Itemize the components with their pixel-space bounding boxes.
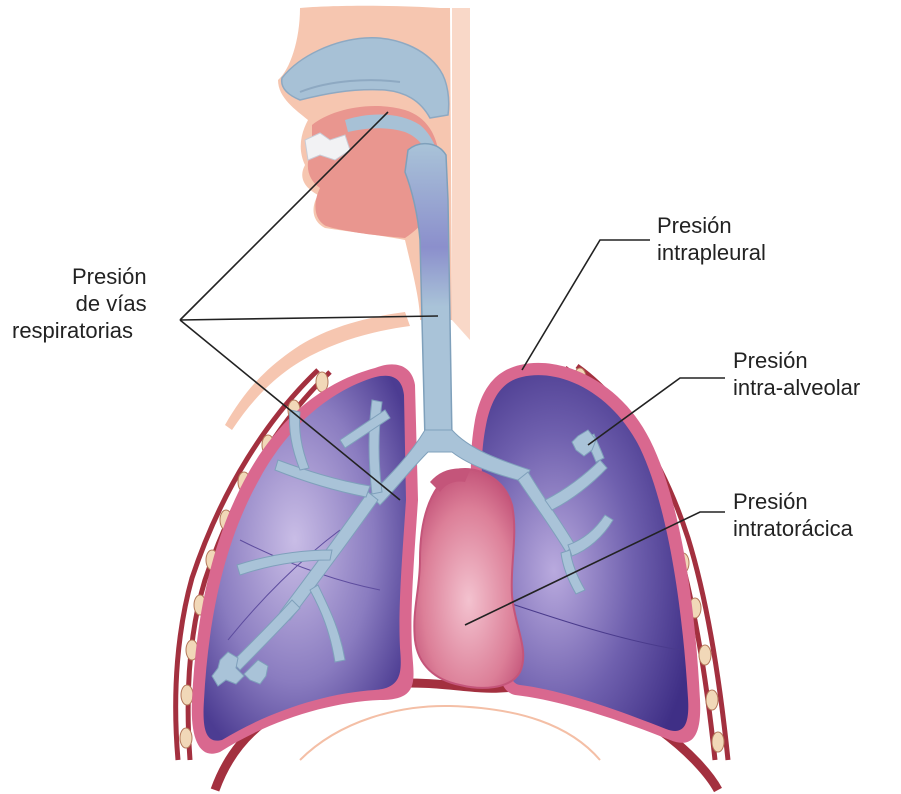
heart — [414, 469, 523, 688]
intraalveolar-label-line-1: Presión — [733, 347, 860, 374]
airway-label-line-3: respiratorias — [12, 317, 133, 344]
airway-pressure-label-3: respiratorias — [12, 317, 133, 344]
abdomen-outline — [300, 706, 600, 760]
airway-pressure-label: Presión de vías — [72, 263, 147, 317]
intrapleural-label-line-2: intrapleural — [657, 239, 766, 266]
intraalveolar-label-line-2: intra-alveolar — [733, 374, 860, 401]
intrapleural-label-line-1: Presión — [657, 212, 766, 239]
intrapleural-pressure-label: Presión intrapleural — [657, 212, 766, 266]
airway-label-line-1: Presión — [72, 263, 147, 290]
airway-label-line-2: de vías — [72, 290, 147, 317]
intraalveolar-pressure-label: Presión intra-alveolar — [733, 347, 860, 401]
intrathoracic-label-line-2: intratorácica — [733, 515, 853, 542]
intrapleural-leader — [522, 240, 650, 370]
intrathoracic-pressure-label: Presión intratorácica — [733, 488, 853, 542]
intrathoracic-label-line-1: Presión — [733, 488, 853, 515]
